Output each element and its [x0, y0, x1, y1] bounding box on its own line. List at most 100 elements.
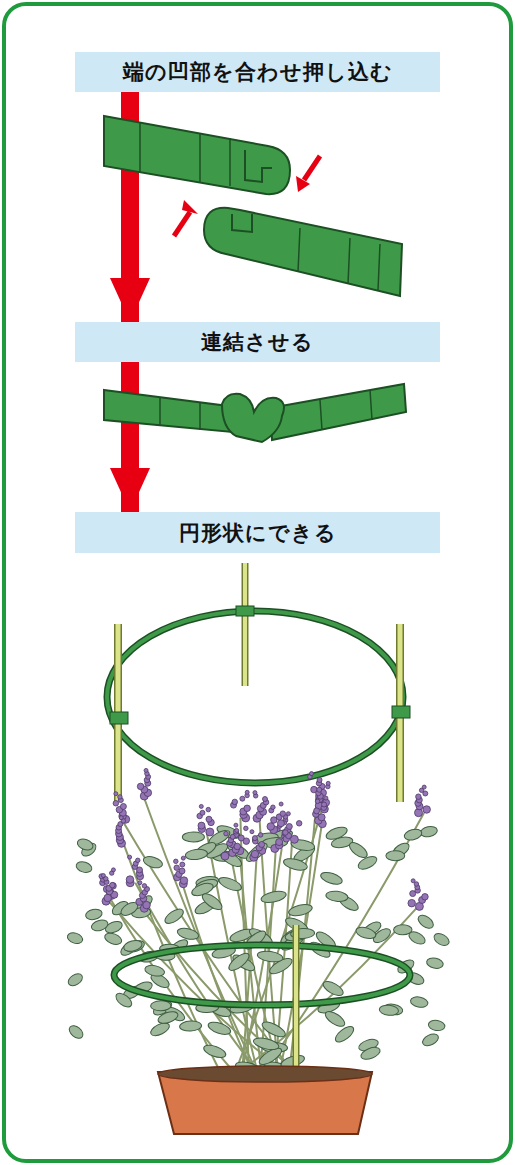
flower	[138, 881, 142, 885]
leaf	[355, 925, 377, 940]
leaf	[151, 1001, 171, 1011]
flower	[113, 801, 119, 807]
plant-stem	[135, 883, 264, 1080]
flower	[408, 899, 416, 907]
flower	[230, 834, 235, 839]
flower	[206, 816, 212, 822]
leaf	[321, 979, 345, 999]
leaf	[90, 918, 109, 933]
leaf	[426, 957, 444, 970]
flower	[411, 879, 415, 883]
flower	[233, 829, 238, 834]
piece-rib	[160, 390, 372, 430]
step-band: 端の凹部を合わせ押し込む	[75, 52, 440, 92]
leaf	[182, 832, 204, 842]
flower	[250, 830, 254, 834]
leaf	[325, 890, 348, 903]
flower	[252, 836, 257, 841]
flower	[317, 777, 322, 782]
leaf	[333, 1024, 356, 1045]
flower	[276, 839, 283, 846]
flower	[258, 833, 263, 838]
flower	[314, 808, 320, 814]
leaf	[252, 1036, 280, 1052]
leaf	[66, 971, 85, 988]
connector-piece	[104, 390, 232, 432]
flower	[245, 790, 249, 794]
leaf	[325, 825, 349, 842]
flower	[238, 835, 244, 841]
flower	[315, 799, 320, 804]
leaf	[66, 931, 84, 945]
leaf	[386, 851, 405, 861]
support-ring	[114, 945, 410, 1005]
leaf	[260, 889, 287, 904]
flower	[234, 843, 241, 850]
leaf	[207, 1020, 232, 1037]
piece-rib	[140, 122, 230, 186]
flower	[206, 807, 211, 812]
flower	[309, 772, 313, 776]
flower	[104, 894, 112, 902]
flower	[224, 831, 229, 836]
leaf	[407, 929, 427, 946]
flower	[422, 785, 426, 789]
leaf	[420, 825, 439, 838]
flower	[136, 858, 141, 863]
flower	[283, 830, 289, 836]
flower	[206, 828, 214, 836]
flower	[326, 781, 330, 785]
flower	[111, 868, 115, 872]
leaf	[202, 1043, 227, 1060]
ring-clip	[392, 706, 410, 718]
leaf	[260, 1019, 287, 1040]
connector-piece	[270, 384, 406, 440]
flower	[262, 797, 267, 802]
flower	[110, 882, 116, 888]
flower	[200, 810, 205, 815]
leaf	[163, 906, 186, 926]
push-arrow-head	[182, 200, 198, 214]
step-label: 円形状にできる	[179, 519, 337, 547]
flower	[180, 862, 185, 867]
flower	[137, 783, 144, 790]
leaf	[379, 1004, 399, 1016]
leaf	[323, 1009, 347, 1030]
leaf	[432, 931, 451, 948]
flower	[234, 823, 238, 827]
leaf	[103, 931, 123, 947]
flower	[101, 874, 105, 878]
leaf	[176, 926, 200, 941]
step-band: 連結させる	[75, 322, 440, 362]
flower	[279, 802, 283, 806]
flower	[181, 856, 185, 860]
leaf	[288, 902, 314, 917]
flower	[322, 802, 327, 807]
push-arrow	[174, 212, 190, 236]
joint	[222, 394, 284, 442]
flower	[114, 792, 118, 796]
leaf	[144, 964, 166, 978]
flower	[174, 865, 180, 871]
support-ring	[107, 611, 403, 783]
ring-clip	[236, 606, 254, 616]
flower	[317, 787, 322, 792]
soil	[158, 1066, 372, 1082]
flower	[422, 894, 429, 901]
leaf	[113, 991, 134, 1010]
support-ring	[107, 611, 403, 783]
flower	[232, 799, 238, 805]
leaf	[123, 939, 144, 954]
plant	[66, 768, 451, 1134]
flower	[423, 806, 431, 814]
leaf	[217, 875, 243, 893]
flower	[221, 852, 229, 860]
connector-piece	[204, 208, 402, 296]
support-ring	[114, 945, 410, 1005]
push-arrow	[304, 156, 320, 180]
flower	[143, 901, 151, 909]
piece-rib	[298, 228, 380, 290]
push-arrow-head	[296, 176, 310, 192]
